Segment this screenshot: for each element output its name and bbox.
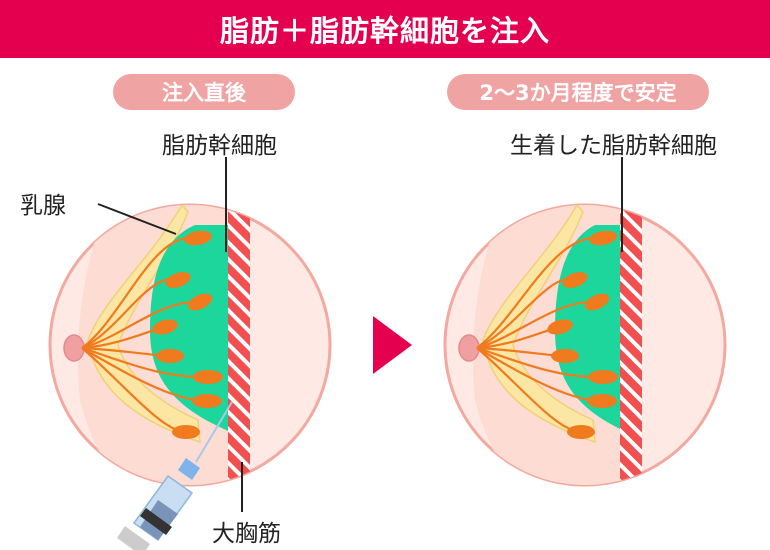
syringe-icon: [117, 401, 233, 550]
badge-immediately-after-text: 注入直後: [162, 81, 246, 105]
label-mammary-gland: 乳腺: [20, 193, 66, 219]
label-pectoral-muscle: 大胸筋: [212, 521, 281, 547]
badge-immediately-after: 注入直後: [113, 74, 295, 110]
arrow-icon: [373, 316, 412, 374]
title-banner: 脂肪＋脂肪幹細胞を注入: [0, 0, 770, 58]
badge-stable-text: 2〜3か月程度で安定: [479, 81, 677, 105]
breast-after: [443, 203, 727, 487]
page-title: 脂肪＋脂肪幹細胞を注入: [219, 14, 550, 48]
badge-stable: 2〜3か月程度で安定: [447, 74, 709, 110]
label-stem-cells-before: 脂肪幹細胞: [162, 133, 277, 159]
label-stem-cells-after: 生着した脂肪幹細胞: [510, 133, 717, 159]
breast-before: [48, 203, 332, 550]
